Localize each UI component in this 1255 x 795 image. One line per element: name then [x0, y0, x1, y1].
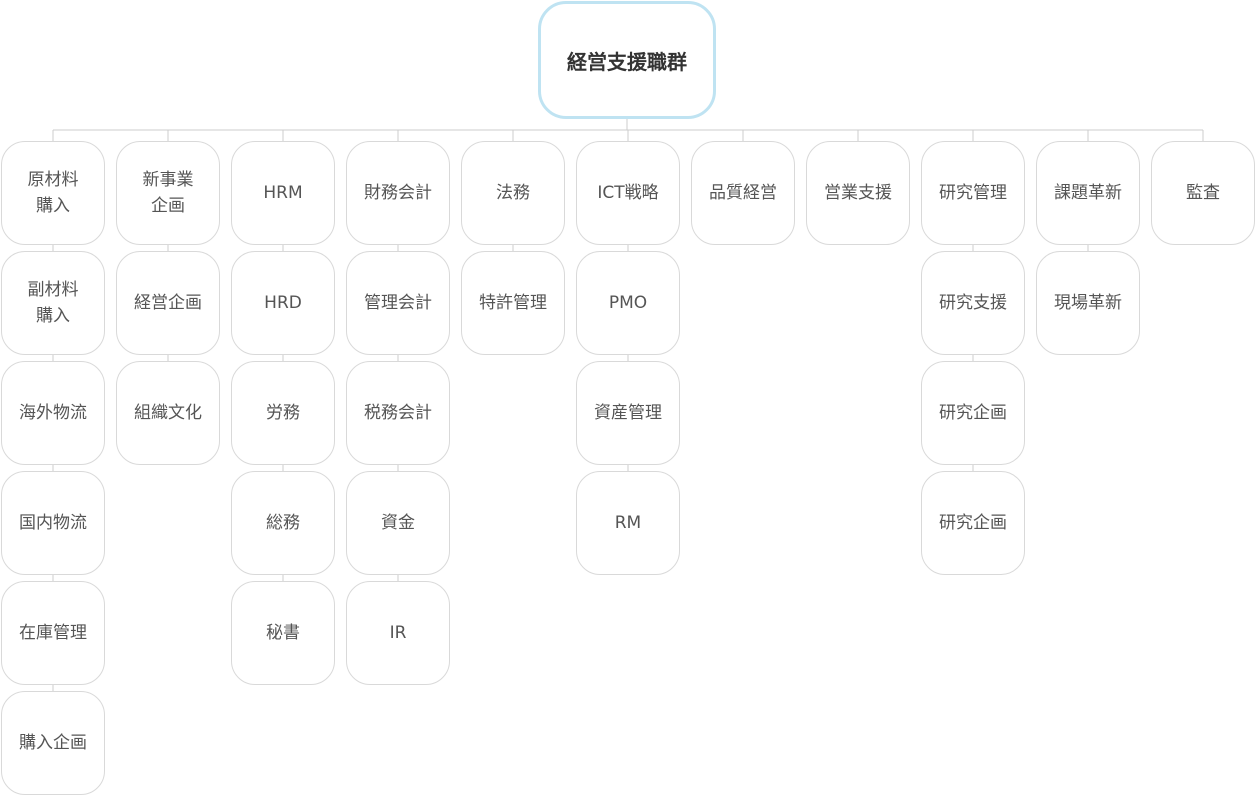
org-node: 財務会計: [346, 141, 450, 245]
org-node: 原材料 購入: [1, 141, 105, 245]
org-node: 管理会計: [346, 251, 450, 355]
org-node: 税務会計: [346, 361, 450, 465]
org-node: 組織文化: [116, 361, 220, 465]
org-node: 現場革新: [1036, 251, 1140, 355]
org-node: ICT戦略: [576, 141, 680, 245]
org-node: 研究支援: [921, 251, 1025, 355]
org-node: 研究企画: [921, 361, 1025, 465]
org-node: 資産管理: [576, 361, 680, 465]
org-node: 経営企画: [116, 251, 220, 355]
org-node: 資金: [346, 471, 450, 575]
org-node: IR: [346, 581, 450, 685]
org-node: 国内物流: [1, 471, 105, 575]
org-node: 購入企画: [1, 691, 105, 795]
root-node-management-support: 経営支援職群: [538, 1, 716, 119]
org-node: 新事業 企画: [116, 141, 220, 245]
org-node: RM: [576, 471, 680, 575]
org-node: 秘書: [231, 581, 335, 685]
org-node: HRM: [231, 141, 335, 245]
org-node: PMO: [576, 251, 680, 355]
org-node: 法務: [461, 141, 565, 245]
org-node: 労務: [231, 361, 335, 465]
org-node: 海外物流: [1, 361, 105, 465]
org-node: 営業支援: [806, 141, 910, 245]
org-node: 課題革新: [1036, 141, 1140, 245]
org-node: 総務: [231, 471, 335, 575]
org-node: 品質経営: [691, 141, 795, 245]
org-node: 在庫管理: [1, 581, 105, 685]
org-node: HRD: [231, 251, 335, 355]
org-node: 研究企画: [921, 471, 1025, 575]
org-node: 監査: [1151, 141, 1255, 245]
org-node: 副材料 購入: [1, 251, 105, 355]
org-node: 特許管理: [461, 251, 565, 355]
org-node: 研究管理: [921, 141, 1025, 245]
